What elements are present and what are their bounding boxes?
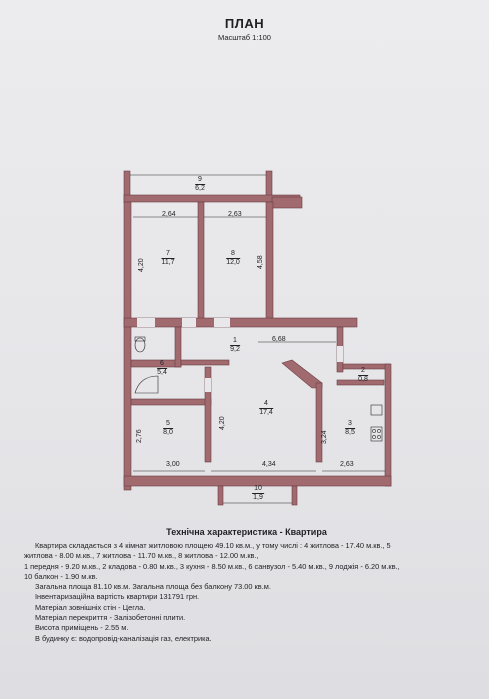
plan-scale: Масштаб 1:100: [218, 33, 271, 42]
wall-segment: [336, 379, 385, 386]
wall-segment: [130, 398, 212, 406]
door-opening: [182, 318, 196, 327]
dimension-label: 2,63: [228, 211, 242, 218]
stove-burner: [377, 429, 381, 433]
wall-segment: [217, 485, 224, 506]
wall-segment: [197, 201, 205, 324]
dimension-label: 2,64: [162, 211, 176, 218]
dimension-label: 3,24: [321, 430, 328, 444]
toilet-tank: [134, 336, 146, 342]
wall-segment: [130, 359, 182, 368]
door-opening: [214, 318, 230, 327]
door-opening: [205, 378, 211, 392]
wall-segment: [271, 196, 303, 209]
wall-segment: [123, 475, 392, 487]
characteristics-heading: Технічна характеристика - Квартира: [166, 527, 327, 537]
toilet-fixture: [134, 337, 146, 353]
dimension-label: 2,63: [340, 461, 354, 468]
technical-characteristics: Технічна характеристика - Квартира Кварт…: [24, 527, 469, 644]
dimension-label: 4,20: [138, 258, 145, 272]
wall-segment: [265, 201, 274, 323]
total-area: Загальна площа 81.10 кв.м. Загальна площ…: [35, 582, 271, 592]
characteristics-line: Квартира складається з 4 кімнат житловою…: [35, 541, 391, 550]
dimension-label: 2,76: [136, 429, 143, 443]
sink-fixture: [370, 404, 383, 416]
room-height: Висота приміщень - 2.55 м.: [35, 623, 129, 633]
dimension-label: 4,34: [262, 461, 276, 468]
door-opening: [337, 346, 343, 362]
characteristics-line: 1 передня - 9.20 м.кв., 2 кладова - 0.80…: [24, 561, 400, 571]
wall-segment: [174, 326, 182, 368]
dimension-label: 4,20: [219, 416, 226, 430]
bathtub-fixture: [134, 375, 159, 394]
inventory-cost: Інвентаризаційна вартість квартири 13179…: [35, 592, 200, 602]
stove-burner: [372, 435, 376, 439]
characteristics-line: житлова - 8.00 м.кв., 7 житлова - 11.70 …: [24, 551, 259, 561]
wall-segment: [265, 170, 273, 198]
dimension-label: 3,00: [166, 461, 180, 468]
stove-fixture: [370, 426, 383, 442]
wall-segment: [315, 382, 323, 463]
utilities: В будинку є: водопровід-каналізація газ,…: [35, 633, 212, 643]
dimension-label: 6,68: [272, 336, 286, 343]
wall-segment: [123, 317, 358, 328]
stove-burner: [372, 429, 376, 433]
wall-segment: [123, 201, 132, 491]
door-opening: [137, 318, 155, 327]
dimension-label: 4,58: [257, 255, 264, 269]
stove-burner: [377, 435, 381, 439]
plan-title: ПЛАН: [224, 16, 265, 31]
wall-material: Матеріал зовнішніх стін - Цегла.: [35, 602, 146, 612]
ceiling-material: Матеріал перекриття - Залізобетонні плит…: [35, 613, 186, 623]
wall-segment: [291, 485, 298, 506]
wall-segment: [384, 363, 392, 487]
characteristics-line: 10 балкон - 1.90 м.кв.: [24, 571, 98, 581]
wall-segment: [204, 366, 212, 463]
wall-segment: [180, 359, 230, 366]
